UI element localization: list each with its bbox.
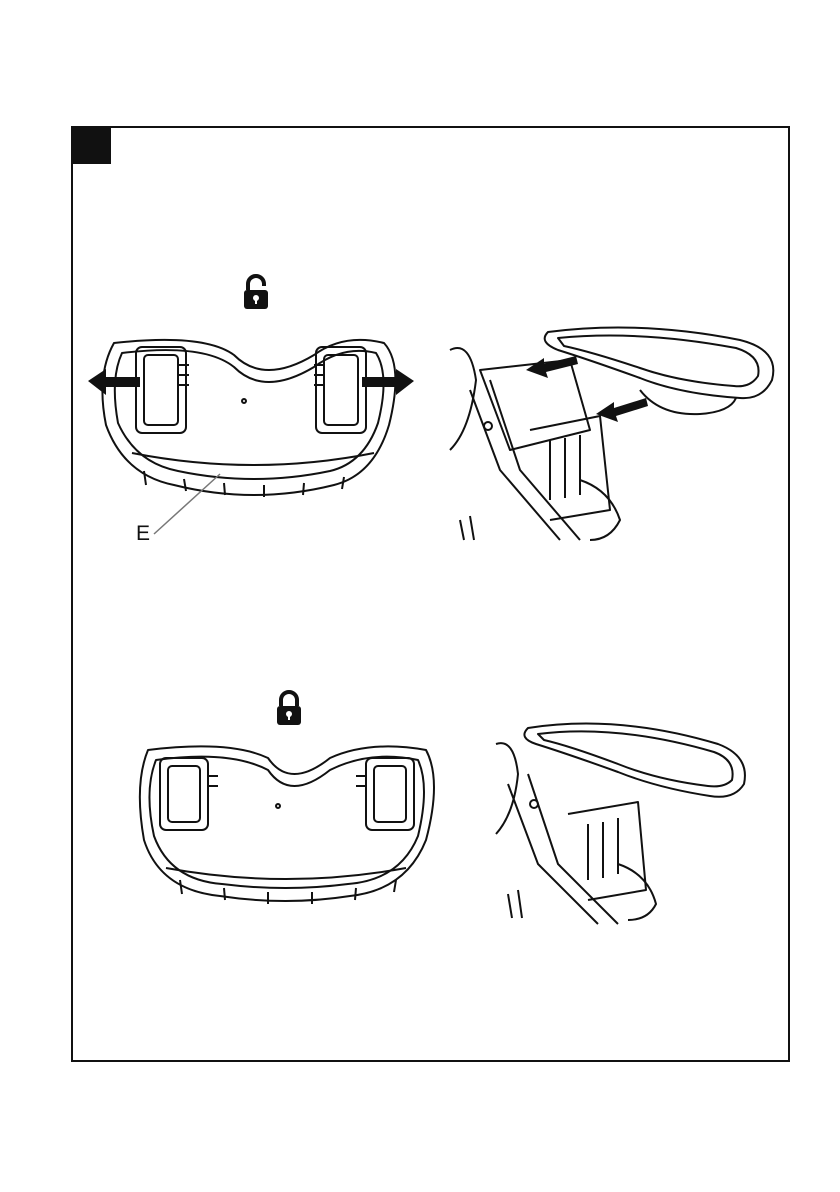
locked-padlock-icon (273, 690, 305, 726)
tray-attached-illustration (488, 714, 760, 926)
callout-label-e: E (136, 522, 150, 546)
callout-leader-line (150, 470, 230, 540)
step-badge (73, 128, 111, 164)
tray-underside-lock-illustration (130, 740, 442, 910)
tray-attach-illustration (440, 320, 785, 550)
tray-underside-unlock-illustration (84, 335, 424, 505)
unlocked-padlock-icon (240, 274, 272, 310)
